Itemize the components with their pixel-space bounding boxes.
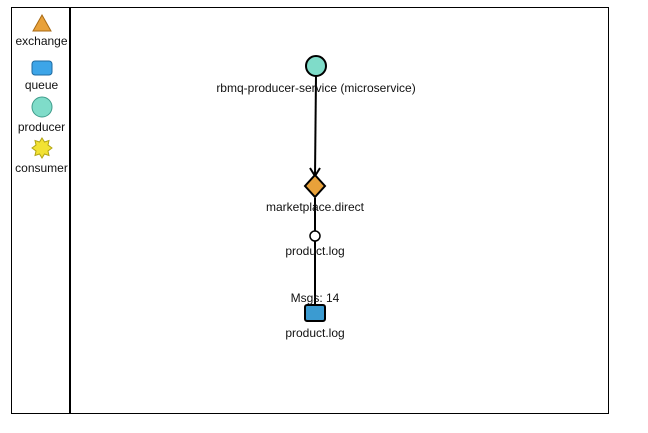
legend-label-queue: queue (24, 78, 59, 92)
diagram-canvas[interactable]: rbmq-producer-service (microservice) mar… (71, 8, 608, 413)
queue-msgs-label: Msgs: 14 (290, 291, 340, 305)
queue-label: product.log (285, 326, 345, 340)
producer-label: rbmq-producer-service (microservice) (216, 81, 416, 95)
binding-node[interactable] (309, 230, 321, 242)
producer-node[interactable] (305, 55, 327, 77)
legend-label-producer: producer (17, 120, 66, 134)
starburst-icon (30, 137, 53, 159)
legend-item-producer[interactable]: producer (12, 96, 71, 134)
legend-item-queue[interactable]: queue (12, 60, 71, 92)
diagram-graph (303, 55, 327, 322)
queue-node[interactable] (304, 304, 326, 322)
exchange-label: marketplace.direct (265, 200, 365, 214)
rounded-rect-icon (31, 60, 52, 76)
diagram-frame: exchange queue producer consumer (11, 7, 609, 414)
legend-panel: exchange queue producer consumer (12, 8, 71, 413)
circle-icon (31, 96, 52, 118)
legend-item-exchange[interactable]: exchange (12, 14, 71, 48)
exchange-node[interactable] (303, 173, 327, 199)
binding-label: product.log (285, 244, 345, 258)
legend-label-exchange: exchange (15, 34, 68, 48)
legend-item-consumer[interactable]: consumer (12, 137, 71, 175)
triangle-icon (31, 14, 52, 32)
edge-producer-exchange (314, 75, 317, 177)
legend-label-consumer: consumer (15, 161, 68, 175)
